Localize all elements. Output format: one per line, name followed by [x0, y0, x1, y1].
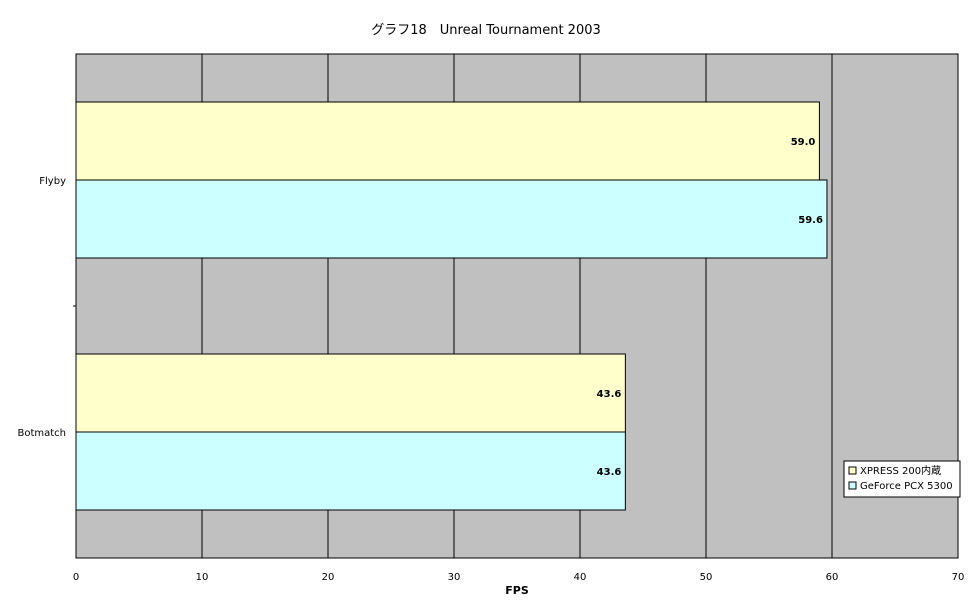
x-tick-label-3: 30 — [448, 572, 461, 583]
legend-swatch-1 — [848, 481, 857, 490]
data-label-botmatch-series-1: 43.6 — [597, 467, 622, 478]
category-label-botmatch: Botmatch — [17, 428, 66, 439]
x-tick-label-0: 0 — [73, 572, 79, 583]
x-tick-label-1: 10 — [196, 572, 209, 583]
data-label-botmatch-series-0: 43.6 — [597, 389, 622, 400]
x-axis-label: FPS — [505, 584, 529, 597]
x-tick-label-6: 60 — [826, 572, 839, 583]
bar-botmatch-series-1 — [75, 431, 626, 511]
category-label-flyby: Flyby — [39, 176, 66, 187]
bar-flyby-series-0 — [75, 101, 820, 181]
legend-box — [843, 460, 961, 498]
legend: XPRESS 200内蔵 GeForce PCX 5300 — [843, 460, 961, 498]
x-tick-label-4: 40 — [574, 572, 587, 583]
x-tick-label-7: 70 — [952, 572, 965, 583]
x-tick-label-2: 20 — [322, 572, 335, 583]
chart-title: グラフ18 Unreal Tournament 2003 — [371, 23, 601, 38]
legend-label-1: GeForce PCX 5300 — [860, 481, 953, 492]
x-tick-label-5: 50 — [700, 572, 713, 583]
data-label-flyby-series-0: 59.0 — [791, 137, 816, 148]
bar-flyby-series-1 — [75, 179, 828, 259]
data-label-flyby-series-1: 59.6 — [798, 215, 823, 226]
legend-label-0: XPRESS 200内蔵 — [860, 464, 941, 477]
bar-botmatch-series-0 — [75, 353, 626, 433]
legend-swatch-0 — [848, 466, 857, 475]
